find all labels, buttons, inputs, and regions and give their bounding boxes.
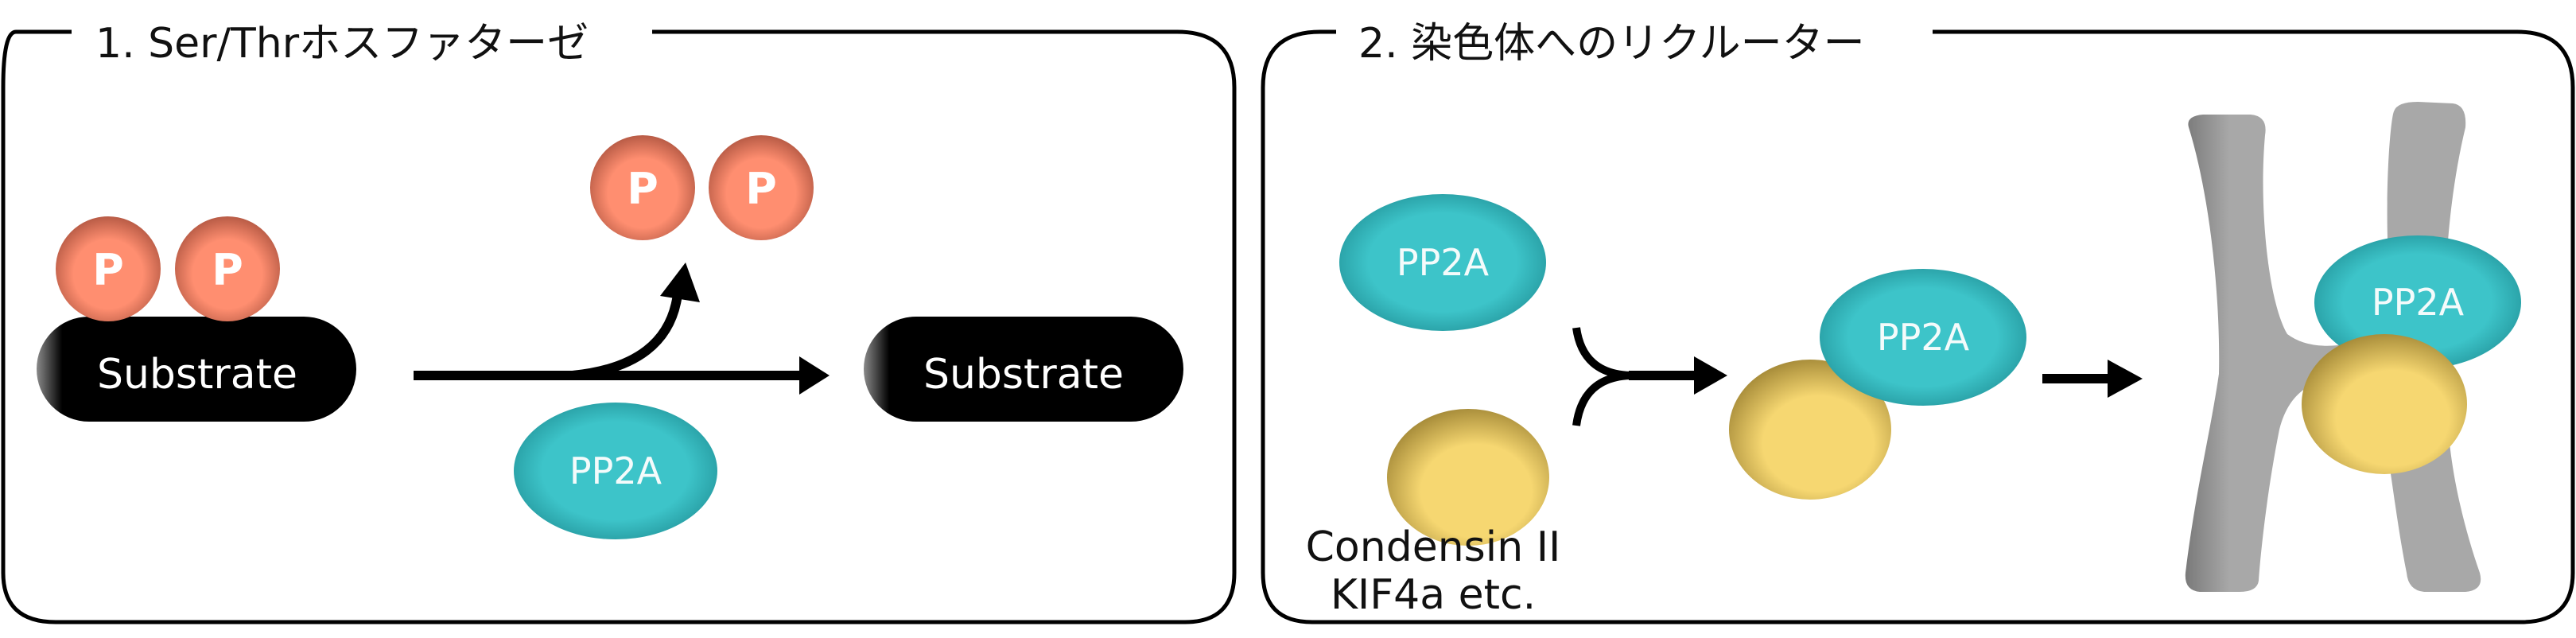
binding-arrow-fork: [1572, 327, 1631, 426]
pp2a-enzyme-free: [1339, 194, 1546, 331]
pp2a-label-chromosome: PP2A: [2372, 281, 2465, 324]
partner-label-line2: KIF4a etc.: [1331, 571, 1536, 619]
phosphate-released-1-label: P: [627, 164, 659, 214]
recruit-arrow-head: [2108, 360, 2143, 398]
panel-1-title: 1. Ser/Thrホスファターゼ: [95, 20, 589, 68]
substrate-pill-before: [37, 317, 356, 422]
phosphate-released-1: [590, 135, 695, 240]
substrate-label-before: Substrate: [97, 351, 297, 399]
pp2a-enzyme-complex: [1820, 269, 2026, 406]
phosphate-released-2: [709, 135, 814, 240]
phosphate-bound-2-label: P: [212, 245, 243, 295]
panel-1: [1, 29, 1237, 624]
pp2a-label-panel1: PP2A: [569, 449, 662, 492]
panel-2: [1261, 29, 2575, 624]
substrate-label-after: Substrate: [923, 351, 1124, 399]
panel-1-frame: [1, 29, 1237, 624]
pp2a-enzyme-chromosome: [2314, 235, 2521, 369]
binding-arrow-head: [1694, 356, 1727, 395]
phosphate-bound-2: [175, 216, 280, 321]
pp2a-label-free: PP2A: [1397, 241, 1490, 284]
partner-protein-free: [1387, 409, 1549, 546]
partner-label-line1: Condensin II: [1306, 523, 1561, 571]
panel-2-frame: [1261, 29, 2575, 624]
release-arrow-head: [660, 263, 700, 302]
release-arrow-curve: [572, 294, 682, 380]
panel-2-title: 2. 染色体へのリクルーター: [1358, 20, 1865, 68]
phosphate-released-2-label: P: [745, 164, 777, 214]
phosphate-bound-1-label: P: [92, 245, 124, 295]
substrate-pill-after: [864, 317, 1183, 422]
reaction-arrow-head: [799, 356, 830, 395]
pp2a-enzyme-panel1: [514, 403, 717, 539]
pp2a-label-complex: PP2A: [1877, 316, 1970, 359]
partner-protein-chromosome: [2302, 334, 2467, 474]
phosphate-bound-1: [56, 216, 161, 321]
partner-protein-complex: [1729, 360, 1891, 500]
